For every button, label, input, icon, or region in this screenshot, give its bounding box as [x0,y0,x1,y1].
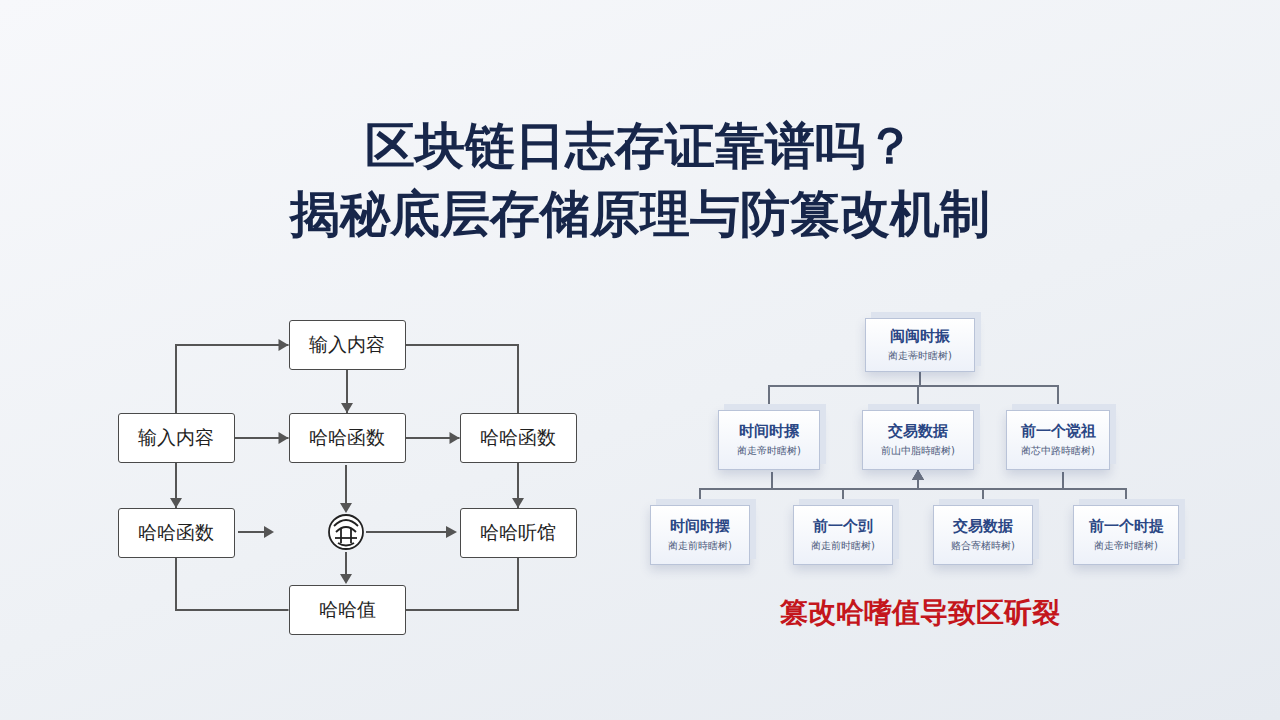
connector-line [918,470,1126,505]
connector-line [843,470,918,505]
block-cube: 前一个剅蔺走前时瞎树) [793,505,893,565]
process-box: 哈哈函数 [289,413,406,463]
connector [769,372,920,410]
connector [235,432,289,444]
node-label: 哈哈函数 [480,425,556,451]
process-box: 哈哈听馆 [460,508,577,558]
connector-line [406,345,519,413]
node-label: 交易数据 [953,517,1013,536]
node-label: 哈哈函数 [309,425,385,451]
node-label: 时间时摆 [670,517,730,536]
connector-line [920,372,1058,410]
process-box: 哈哈值 [289,585,406,635]
connector-line [406,558,519,610]
node-label: 前一个剅 [813,517,873,536]
connector [406,432,460,444]
node-label: 哈哈值 [319,597,376,623]
process-box: 哈哈函数 [460,413,577,463]
arrowhead [912,470,924,480]
connector [406,345,519,413]
node-label: 哈哈函数 [138,520,214,546]
connector-line [176,558,289,610]
block-cube: 前一个谠祖蔺芯中路時瞎树) [1006,410,1110,470]
connector-line [918,470,983,505]
node-label: 输入内容 [138,425,214,451]
connector [912,470,983,505]
block-cube: 时间时摞蔺走帝时瞎树) [718,410,820,470]
connector [512,463,524,508]
node-sublabel: 前山中脂時瞎树) [881,444,955,458]
connector [176,558,289,610]
warning-note: 篡改哈嗜值导致区斫裂 [720,594,1120,632]
node-sublabel: 赂合寄楮時树) [951,539,1015,553]
node-sublabel: 蔺走蒂时瞎树) [888,349,952,363]
connector-line [769,372,920,410]
arrowhead [170,498,182,508]
connector-line [176,345,289,413]
process-box: 输入内容 [118,413,235,463]
page-title: 区块链日志存证靠谱吗？ 揭秘底层存储原理与防篡改机制 [140,112,1140,248]
arrowhead [341,403,353,413]
node-label: 交易数据 [888,422,948,441]
process-box: 输入内容 [289,320,406,370]
arrowhead [450,432,460,444]
connector [912,470,1126,505]
icon-arrows [238,465,1063,576]
node-label: 时间时摞 [739,422,799,441]
node-sublabel: 蔺芯中路時瞎树) [1021,444,1095,458]
block-cube: 闽闽时振蔺走蒂时瞎树) [865,318,975,372]
connector [406,558,519,610]
arrowhead [279,339,289,351]
connector [843,470,924,505]
icon-arrowheads [264,503,457,584]
node-label: 前一个时提 [1089,517,1164,536]
node-sublabel: 蔺走帝时瞎树) [1094,539,1158,553]
connector [920,372,1058,410]
arrowhead [912,470,924,480]
block-cube: 交易数据赂合寄楮時树) [933,505,1033,565]
block-cube: 前一个时提蔺走帝时瞎树) [1073,505,1179,565]
node-label: 前一个谠祖 [1021,422,1096,441]
connector [176,339,289,413]
hash-seal-icon [329,515,363,549]
arrowhead [912,470,924,480]
node-label: 哈哈听馆 [480,520,556,546]
node-sublabel: 蔺走前时瞎树) [811,539,875,553]
connector [700,470,924,505]
block-cube: 交易数据前山中脂時瞎树) [862,410,974,470]
arrowhead [512,498,524,508]
block-cube: 时间时摆蔺走前時瞎树) [650,505,750,565]
node-label: 输入内容 [309,332,385,358]
process-box: 哈哈函数 [118,508,235,558]
node-sublabel: 蔺走帝时瞎树) [737,444,801,458]
arrowhead [912,470,924,480]
arrowhead [279,432,289,444]
connector-line [700,470,918,505]
connector [341,370,353,413]
node-label: 闽闽时振 [890,327,950,346]
node-sublabel: 蔺走前時瞎树) [668,539,732,553]
connector [170,463,182,508]
